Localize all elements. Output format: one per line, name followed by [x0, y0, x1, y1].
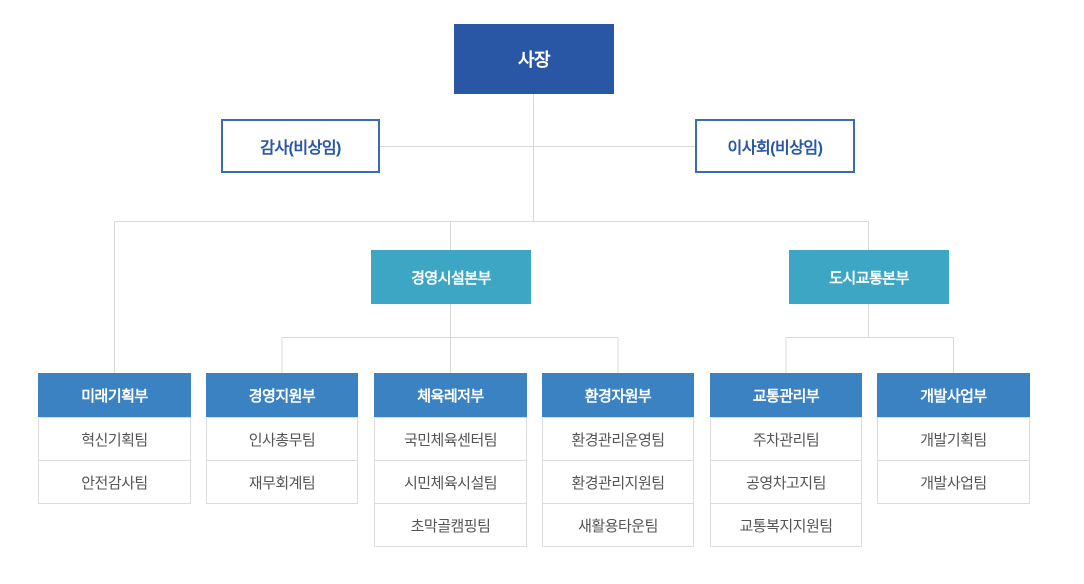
team-cell: 교통복지지원팀	[710, 503, 862, 547]
board-box: 이사회(비상임)	[695, 119, 855, 173]
team-cell: 공영차고지팀	[710, 460, 862, 504]
department-box: 개발사업부	[877, 373, 1030, 417]
auditor-box: 감사(비상임)	[221, 119, 380, 173]
team-cell: 개발기획팀	[877, 417, 1030, 461]
department-box: 환경자원부	[542, 373, 694, 417]
department-box: 체육레저부	[374, 373, 527, 417]
team-cell: 혁신기획팀	[38, 417, 191, 461]
department-column: 환경자원부 환경관리운영팀 환경관리지원팀 새활용타운팀	[542, 373, 694, 547]
team-cell: 개발사업팀	[877, 460, 1030, 504]
team-cell: 새활용타운팀	[542, 503, 694, 547]
department-column: 미래기획부 혁신기획팀 안전감사팀	[38, 373, 191, 504]
team-cell: 재무회계팀	[206, 460, 358, 504]
team-cell: 인사총무팀	[206, 417, 358, 461]
division-box-management-facilities: 경영시설본부	[371, 250, 531, 304]
team-cell: 주차관리팀	[710, 417, 862, 461]
department-column: 체육레저부 국민체육센터팀 시민체육시설팀 초막골캠핑팀	[374, 373, 527, 547]
team-cell: 환경관리운영팀	[542, 417, 694, 461]
ceo-box: 사장	[454, 24, 614, 94]
team-cell: 환경관리지원팀	[542, 460, 694, 504]
department-column: 경영지원부 인사총무팀 재무회계팀	[206, 373, 358, 504]
department-column: 교통관리부 주차관리팀 공영차고지팀 교통복지지원팀	[710, 373, 862, 547]
team-cell: 초막골캠핑팀	[374, 503, 527, 547]
division-box-urban-transport: 도시교통본부	[789, 250, 949, 304]
department-box: 미래기획부	[38, 373, 191, 417]
department-column: 개발사업부 개발기획팀 개발사업팀	[877, 373, 1030, 504]
team-cell: 국민체육센터팀	[374, 417, 527, 461]
department-box: 경영지원부	[206, 373, 358, 417]
team-cell: 시민체육시설팀	[374, 460, 527, 504]
team-cell: 안전감사팀	[38, 460, 191, 504]
department-box: 교통관리부	[710, 373, 862, 417]
